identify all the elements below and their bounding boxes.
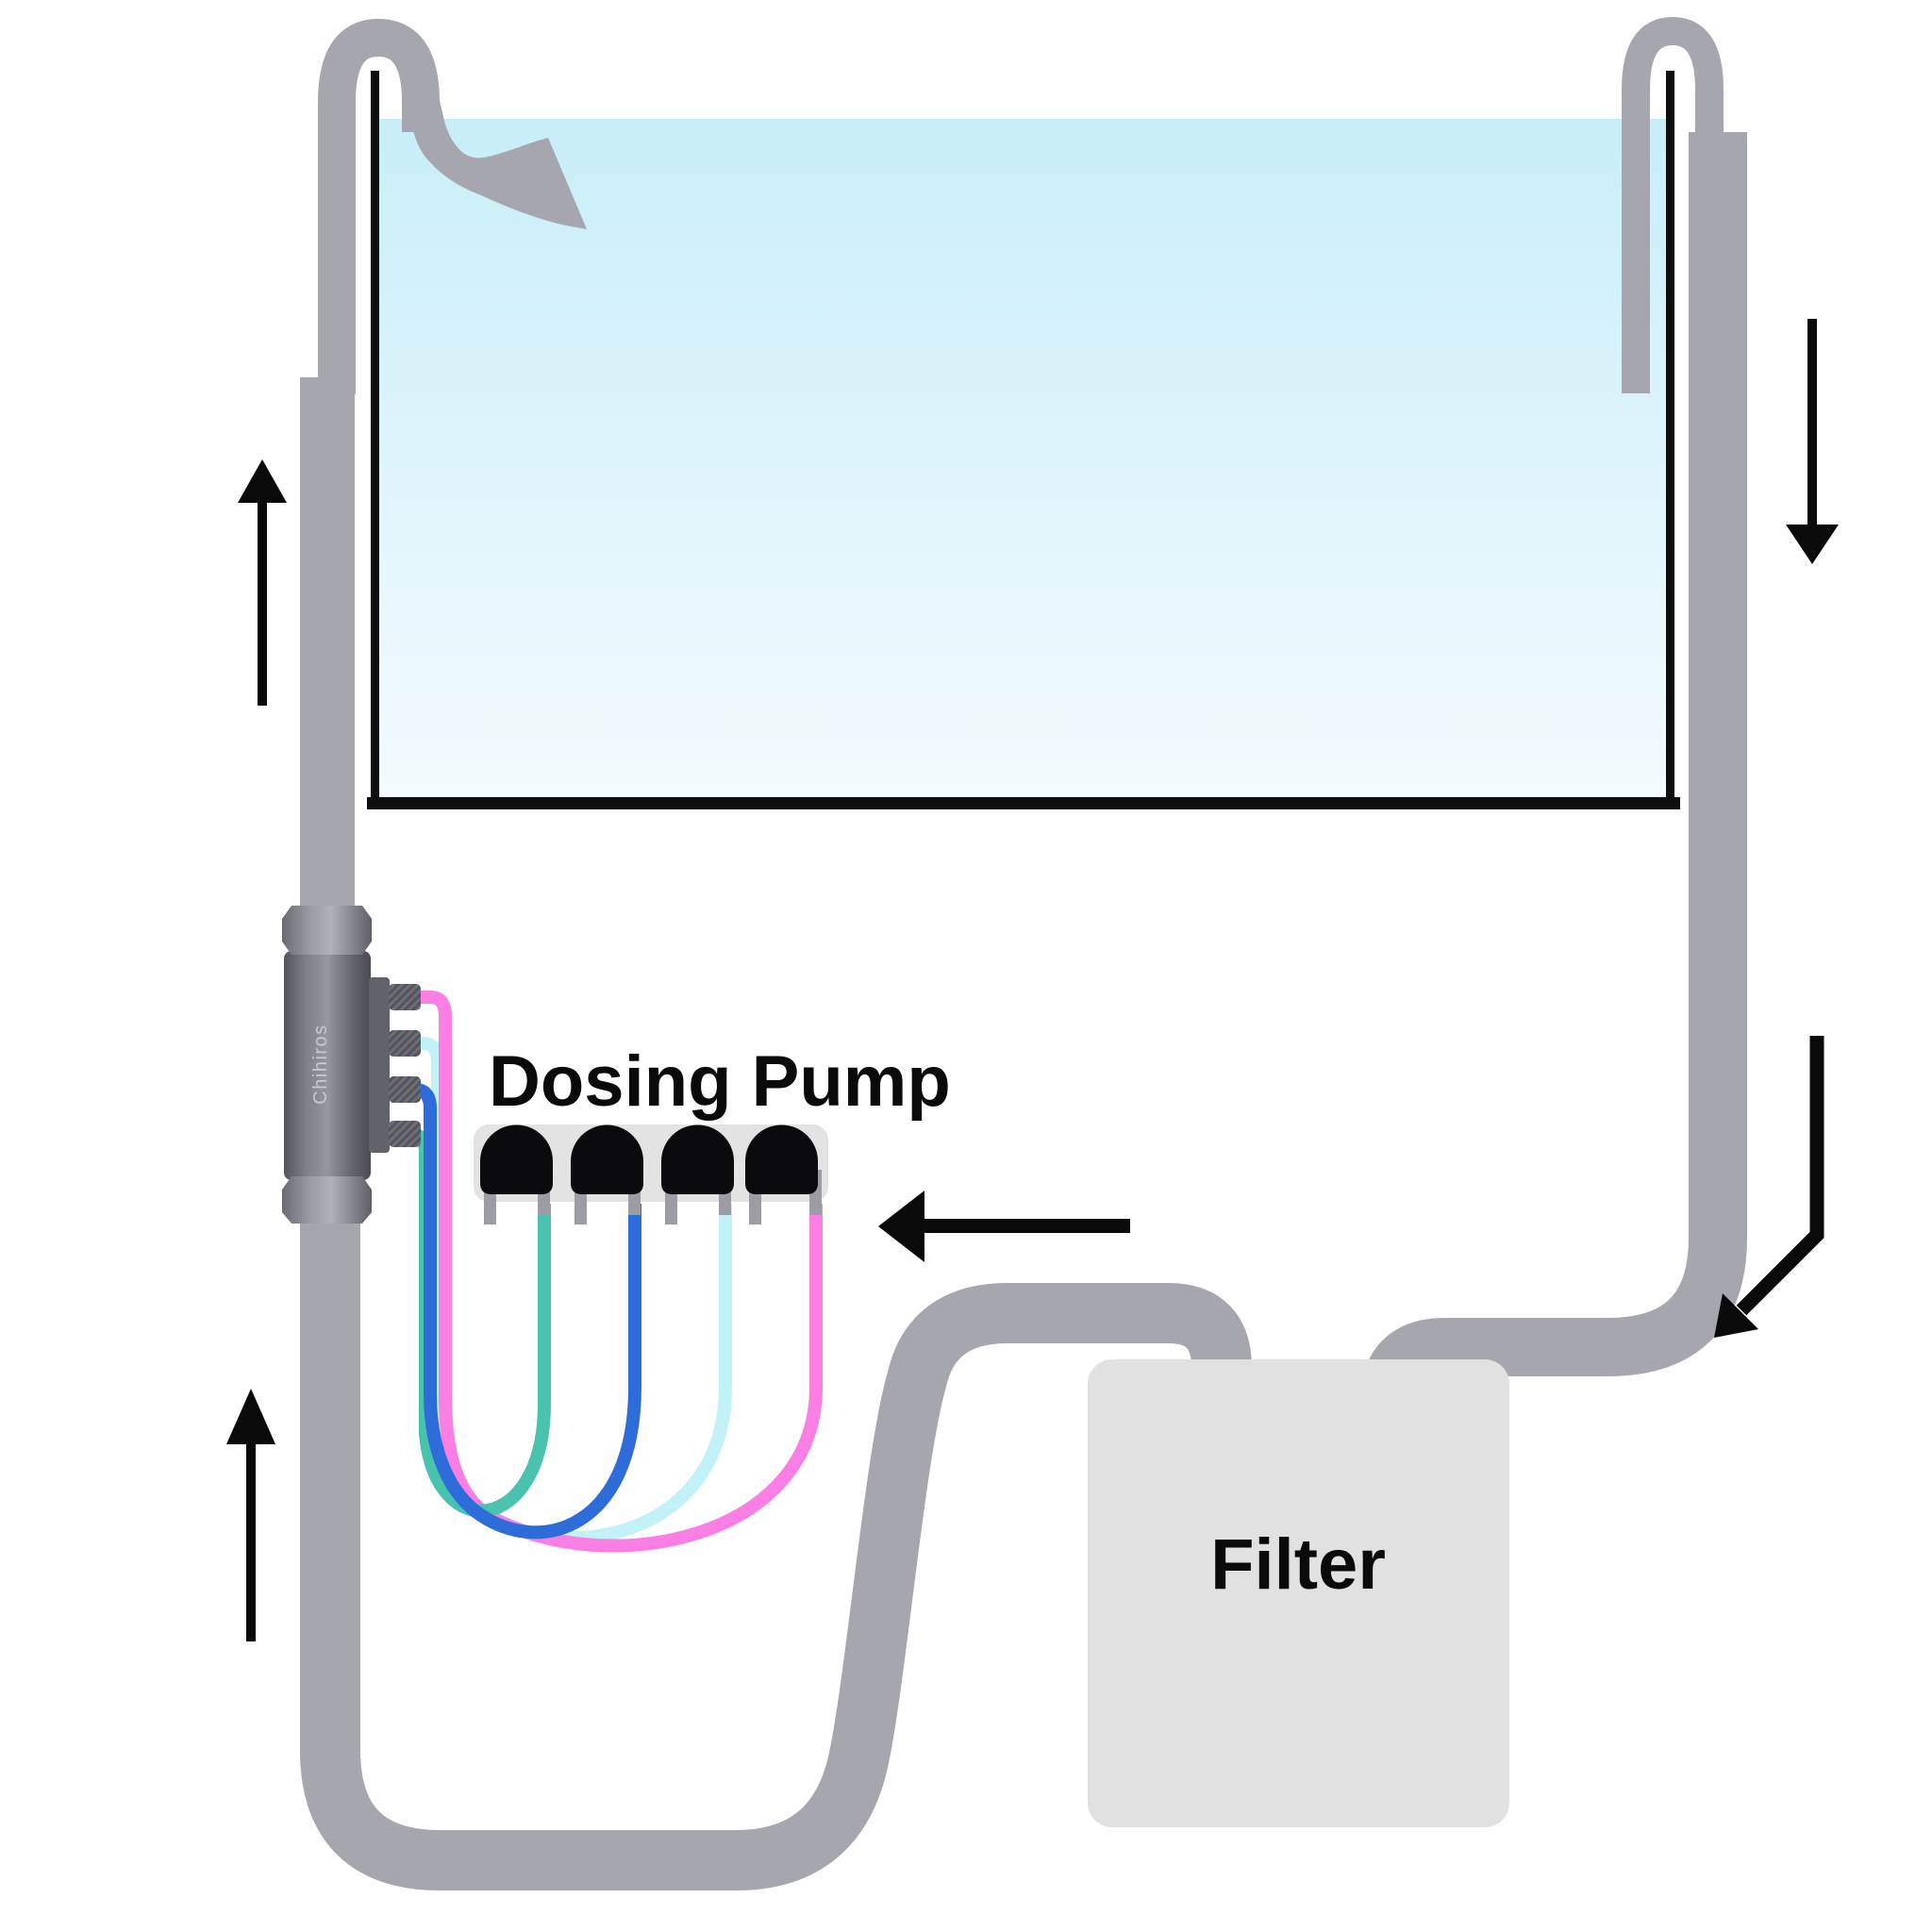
dosing-pump-label: Dosing Pump: [489, 1041, 951, 1122]
arrow-bent-into-filter-icon: [1714, 1036, 1824, 1338]
tube-teal: [402, 1127, 551, 1518]
tube-blue: [402, 1083, 641, 1540]
arrow-left-into-pump-icon: [878, 1191, 1130, 1262]
arrow-down-intake-icon: [1786, 319, 1839, 564]
doser-bottom-nut: [282, 1176, 372, 1224]
tank-water: [377, 119, 1668, 797]
intake-hook-pipe: [1622, 16, 1724, 393]
pump-head-1: [480, 1124, 553, 1194]
tank-glass-bottom: [367, 797, 1680, 809]
doser-body: [284, 951, 371, 1180]
arrow-up-return-bottom-icon: [226, 1389, 275, 1641]
filter-box: [1088, 1359, 1509, 1827]
aquarium-tank: [367, 71, 1680, 809]
lily-outflow-flare: [407, 92, 587, 229]
dosing-tubes: [402, 991, 823, 1553]
pump-head-4: [745, 1124, 818, 1194]
flow-arrows: [226, 319, 1839, 1641]
return-line-lower-pipe: [300, 1212, 1252, 1890]
doser-port-plate: [369, 977, 390, 1153]
chihiros-inline-doser: Chihiros: [282, 906, 390, 1224]
doser-port-4: [389, 1121, 421, 1147]
filter-unit: Filter: [1088, 1359, 1509, 1827]
doser-port-3: [389, 1076, 421, 1103]
pump-heads: [480, 1124, 818, 1194]
outflow-hook-pipe: [318, 18, 440, 394]
dosing-pump-base: [474, 1124, 828, 1202]
tank-glass: [367, 71, 1680, 809]
tank-glass-left-wall: [371, 71, 379, 803]
pump-head-2: [571, 1124, 643, 1194]
doser-top-nut: [282, 906, 372, 955]
pump-head-3: [661, 1124, 734, 1194]
doser-port-2: [389, 1030, 421, 1057]
arrow-up-return-top-icon: [238, 459, 287, 706]
doser-brand-label: Chihiros: [310, 1024, 331, 1104]
doser-port-1: [389, 984, 421, 1010]
filter-label: Filter: [1210, 1524, 1386, 1605]
tank-glass-right-wall: [1666, 71, 1674, 803]
doser-ports: [389, 984, 421, 1147]
